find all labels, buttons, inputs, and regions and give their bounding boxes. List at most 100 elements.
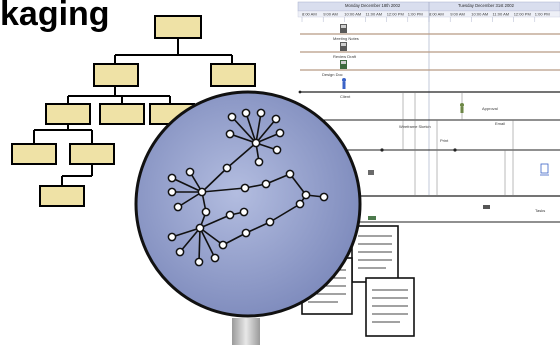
network-edge: [179, 227, 201, 253]
timeline-day-header-2: Tuesday December 31st 2002: [458, 3, 515, 8]
person-icon: [342, 78, 346, 89]
network-node: [272, 145, 282, 155]
network-node: [241, 228, 251, 238]
timeline-label-3: Design Doc: [322, 72, 343, 77]
timeline-tick-label: 9:00 AM: [450, 12, 465, 17]
network-node: [239, 207, 249, 217]
page-title: kaging: [0, 0, 110, 33]
network-node: [256, 108, 266, 118]
org-box-level3-b: [99, 103, 145, 125]
network-node: [227, 112, 237, 122]
org-box-level2-left: [93, 63, 139, 87]
timeline-tick-label: 8:00 AM: [302, 12, 317, 17]
timeline-tick-label: 12:00 PM: [514, 12, 531, 17]
timeline-tick-label: 9:00 AM: [323, 12, 338, 17]
network-edge: [245, 112, 257, 144]
network-edge: [199, 227, 224, 246]
network-node: [295, 199, 305, 209]
network-nodes: [167, 108, 329, 267]
timeline-tick-label: 8:00 AM: [429, 12, 444, 17]
network-node: [265, 217, 275, 227]
timeline-panel: Monday December 18th 2002 Tuesday Decemb…: [297, 1, 560, 223]
timeline-event-icon-2: [483, 205, 490, 209]
timeline-doc-icon-2: [340, 42, 347, 51]
network-node: [175, 247, 185, 257]
network-edge: [289, 173, 307, 196]
timeline-tick-label: 12:00 PM: [387, 12, 404, 17]
network-node: [185, 167, 195, 177]
network-node: [285, 169, 295, 179]
network-node: [301, 190, 311, 200]
network-edge: [229, 133, 257, 144]
network-edge: [201, 167, 228, 193]
org-box-level3-a: [45, 103, 91, 125]
network-node: [197, 187, 207, 197]
timeline-day-header-1: Monday December 18th 2002: [345, 3, 401, 8]
network-node: [201, 207, 211, 217]
org-box-level2-right: [210, 63, 256, 87]
timeline-tick-label: 10:00 AM: [344, 12, 361, 17]
timeline-label-9: Tasks: [535, 208, 545, 213]
timeline-event-icon-3: [368, 216, 376, 220]
network-node: [240, 183, 250, 193]
network-edge: [201, 187, 246, 193]
network-edge: [255, 118, 277, 144]
network-node: [261, 179, 271, 189]
network-node: [319, 192, 329, 202]
org-box-level4-a: [11, 143, 57, 165]
document-page-3: [365, 277, 415, 337]
timeline-label-5: Client: [340, 94, 351, 99]
org-box-root: [154, 15, 202, 39]
network-edge: [171, 227, 201, 238]
org-chart-boxes: [11, 15, 256, 207]
document-page-1: [351, 225, 399, 283]
network-node: [173, 202, 183, 212]
track-start-dot: [298, 90, 302, 94]
network-edge: [269, 203, 301, 223]
network-node: [241, 108, 251, 118]
network-edge: [177, 191, 203, 208]
timeline-tick-label: 11:00 AM: [493, 12, 510, 17]
network-edge: [199, 214, 231, 229]
network-node: [195, 223, 205, 233]
org-box-level4-b: [69, 143, 115, 165]
timeline-label-7: Email: [495, 121, 505, 126]
timeline-label-8: Print: [440, 138, 449, 143]
timeline-tick-label: 11:00 AM: [366, 12, 383, 17]
track-event-dot-1: [453, 148, 457, 152]
network-edge: [231, 116, 257, 144]
network-node: [167, 187, 177, 197]
network-node: [210, 253, 220, 263]
track-event-dot-2: [380, 148, 384, 152]
network-edge: [255, 112, 262, 144]
network-node: [225, 129, 235, 139]
blue-doc-icon: [540, 163, 549, 176]
network-edge: [199, 227, 216, 259]
org-box-level5: [39, 185, 85, 207]
timeline-tick-label: 1:00 PM: [408, 12, 423, 17]
network-node: [225, 210, 235, 220]
org-chart: [33, 38, 233, 186]
network-node: [167, 173, 177, 183]
network-node: [194, 257, 204, 267]
network-node: [254, 157, 264, 167]
network-node: [218, 240, 228, 250]
network-edge: [245, 221, 271, 234]
timeline-event-icon-1: [368, 170, 374, 175]
network-edge: [198, 227, 201, 263]
network-edge: [226, 142, 257, 169]
network-node: [275, 128, 285, 138]
timeline-label-2: Review Draft: [333, 54, 357, 59]
network-node: [167, 232, 177, 242]
network-node: [271, 114, 281, 124]
timeline-doc-icon-1: [340, 24, 347, 33]
network-circle: [134, 90, 362, 318]
network-node: [251, 138, 261, 148]
circle-stand: [232, 318, 260, 345]
timeline-doc-icon-3: [340, 60, 347, 69]
timeline-tick-label: 10:00 AM: [471, 12, 488, 17]
network-node: [222, 163, 232, 173]
timeline-label-1: Meeting Notes: [333, 36, 359, 41]
